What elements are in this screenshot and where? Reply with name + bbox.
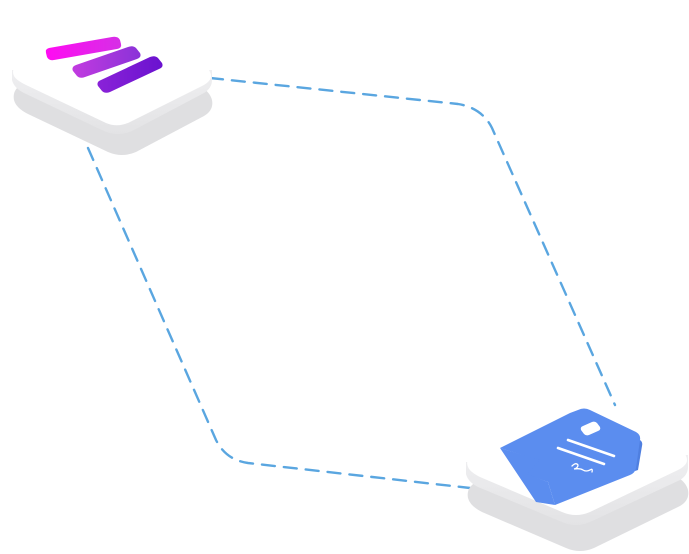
- connector-top-segment: [208, 76, 617, 407]
- document-stamp-icon: [580, 421, 601, 436]
- connector-bottom-segment: [86, 146, 472, 490]
- document-line-1: [566, 438, 616, 458]
- signature-icon: [571, 463, 593, 473]
- document-line-2: [556, 446, 606, 466]
- source-node[interactable]: [12, 28, 213, 155]
- stacked-bars-logo-icon: [45, 36, 163, 93]
- target-node[interactable]: [466, 408, 689, 552]
- signed-document-icon: [500, 408, 643, 505]
- connector-path: [86, 76, 617, 490]
